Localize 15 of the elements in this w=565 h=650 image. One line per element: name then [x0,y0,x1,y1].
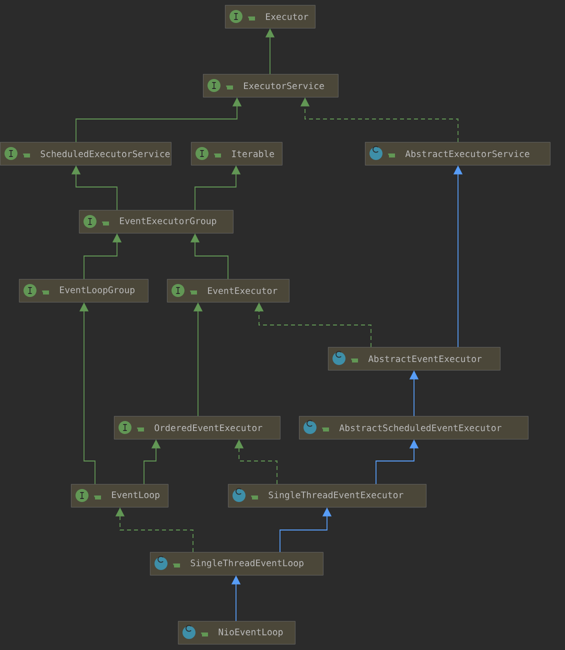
class-box: ExecutorService [203,74,338,98]
class-box: AbstractScheduledEventExecutor [299,416,528,440]
class-box: NioEventLoop [178,621,296,644]
class-box: ScheduledExecutorService [0,142,172,166]
class-box: OrderedEventExecutor [114,416,280,440]
class-box: AbstractEventExecutor [328,347,500,370]
class-box: EventExecutorGroup [79,210,234,234]
class-box: Iterable [191,142,282,166]
class-box: SingleThreadEventExecutor [228,484,426,508]
class-box: SingleThreadEventLoop [150,552,324,576]
class-box: AbstractExecutorService [365,142,550,166]
class-box: EventLoopGroup [19,279,148,302]
class-box: Executor [225,5,316,28]
class-box: EventExecutor [167,279,290,302]
class-box: EventLoop [71,484,168,508]
